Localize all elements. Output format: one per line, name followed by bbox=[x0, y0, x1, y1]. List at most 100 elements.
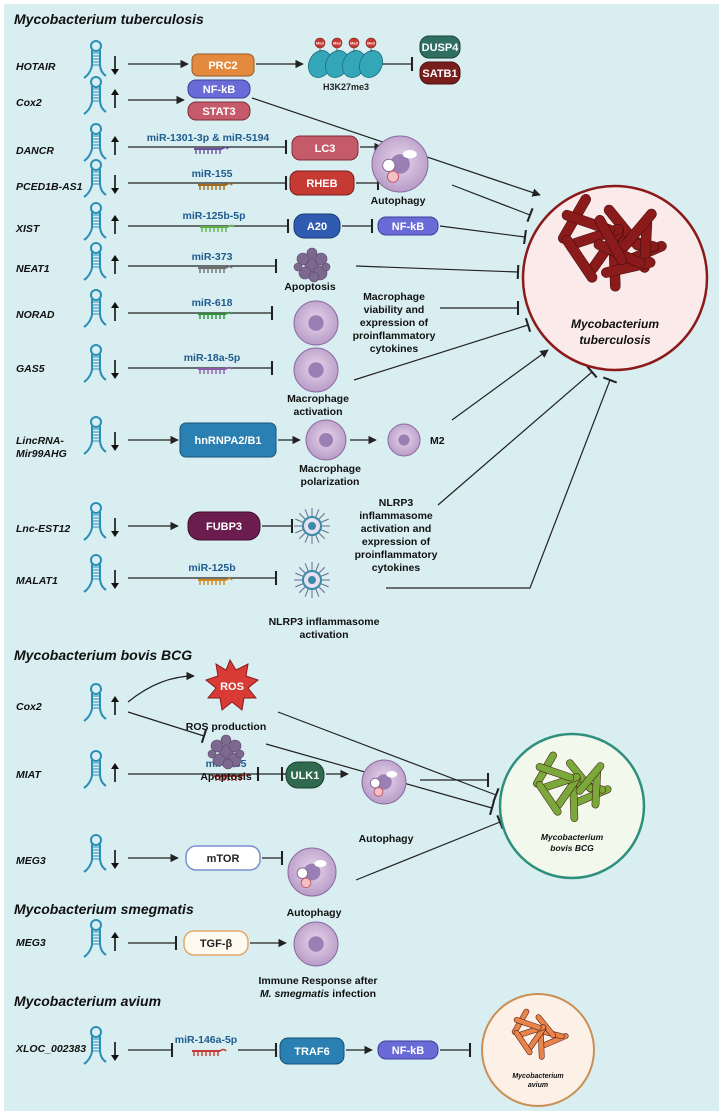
lncrna-mir99ahg: Mir99AHG bbox=[16, 448, 67, 460]
hairpin-rna-icon bbox=[83, 202, 119, 241]
label-macrophage-polarization-2: polarization bbox=[301, 476, 360, 488]
label-macrophage-viability-4: proinflammatory bbox=[353, 330, 436, 342]
section-title-mtb: Mycobacterium tuberculosis bbox=[14, 11, 204, 27]
label-immune-response-2: M. smegmatis infection bbox=[260, 988, 376, 1000]
process-labels: Autophagy Apoptosis Macrophage viability… bbox=[186, 195, 445, 1000]
lncrna-miat: MIAT bbox=[16, 769, 42, 781]
up-arrow-icon bbox=[111, 763, 119, 782]
mirna-618: miR-618 bbox=[192, 297, 233, 309]
lncrna-neat1: NEAT1 bbox=[16, 263, 50, 275]
label-infection: infection bbox=[329, 988, 376, 1000]
target-mtb-line1: Mycobacterium bbox=[571, 317, 659, 331]
mirna-icons bbox=[192, 146, 249, 1056]
mirna-125b: miR-125b bbox=[188, 562, 235, 574]
lncrna-lnc-est12: Lnc-EST12 bbox=[16, 523, 70, 535]
cell-icons bbox=[207, 135, 429, 967]
hairpin-rna-icon bbox=[83, 554, 119, 593]
svg-text:DUSP4: DUSP4 bbox=[422, 42, 460, 54]
svg-text:ULK1: ULK1 bbox=[291, 770, 320, 782]
hairpin-rna-icon bbox=[83, 159, 119, 198]
mirna-125b-5p: miR-125b-5p bbox=[182, 210, 245, 222]
section-title-avium: Mycobacterium avium bbox=[14, 993, 161, 1009]
h3k27me3-label: H3K27me3 bbox=[323, 82, 369, 92]
nfkb-avium-box: NF-kB bbox=[377, 1040, 439, 1060]
mirna-comb-icon bbox=[198, 577, 233, 585]
inflammasome-icon bbox=[294, 562, 330, 598]
lncrna-meg3-bcg: MEG3 bbox=[16, 855, 46, 867]
ros-burst: ROS bbox=[204, 658, 260, 711]
target-bcg: Mycobacterium bovis BCG bbox=[498, 732, 646, 880]
target-avium-line2: avium bbox=[528, 1082, 548, 1089]
hairpin-rna-icon bbox=[83, 76, 119, 115]
lncrna-labels: HOTAIR Cox2 DANCR PCED1B-AS1 XIST NEAT1 … bbox=[15, 61, 86, 1055]
svg-text:NF-kB: NF-kB bbox=[392, 221, 424, 233]
label-macrophage-viability-5: cytokines bbox=[370, 343, 419, 355]
up-arrow-icon bbox=[111, 89, 119, 108]
up-arrow-icon bbox=[111, 696, 119, 715]
lncrna-cox2: Cox2 bbox=[16, 97, 42, 109]
mirna-18a-5p: miR-18a-5p bbox=[184, 352, 241, 364]
lncrna-norad: NORAD bbox=[16, 309, 55, 321]
lc3-box: LC3 bbox=[291, 135, 359, 161]
label-macrophage-activation-2: activation bbox=[293, 406, 342, 418]
target-mtb: Mycobacterium tuberculosis bbox=[521, 184, 709, 372]
label-macrophage-viability-2: viability and bbox=[364, 304, 425, 316]
section-title-smeg: Mycobacterium smegmatis bbox=[14, 901, 194, 917]
hairpin-icons bbox=[83, 40, 119, 1065]
label-macrophage-viability: Macrophage bbox=[363, 291, 425, 303]
up-arrow-icon bbox=[111, 302, 119, 321]
hairpin-rna-icon bbox=[83, 416, 119, 455]
mirna-comb-icon bbox=[198, 265, 233, 273]
connector-lines bbox=[127, 56, 618, 1058]
svg-text:NF-kB: NF-kB bbox=[203, 84, 235, 96]
svg-text:NF-kB: NF-kB bbox=[392, 1045, 424, 1057]
hnrnpa2b1-box: hnRNPA2/B1 bbox=[179, 422, 277, 458]
bacteria-rods-icon bbox=[511, 1008, 569, 1060]
lncrna-gas5: GAS5 bbox=[16, 363, 45, 375]
svg-text:SATB1: SATB1 bbox=[422, 68, 457, 80]
lncrna-lincrna: LincRNA- bbox=[16, 435, 64, 447]
autophagy-cell-icon bbox=[361, 759, 407, 805]
hairpin-rna-icon bbox=[83, 123, 119, 162]
label-autophagy-1: Autophagy bbox=[371, 195, 426, 207]
hairpin-rna-icon bbox=[83, 750, 119, 789]
inflammasome-icon bbox=[294, 508, 330, 544]
dusp4-box: DUSP4 bbox=[419, 35, 461, 59]
lncrna-dancr: DANCR bbox=[16, 145, 54, 157]
svg-text:RHEB: RHEB bbox=[306, 178, 337, 190]
autophagy-cell-icon bbox=[287, 847, 337, 897]
hairpin-rna-icon bbox=[83, 683, 119, 722]
mirna-comb-icon bbox=[214, 773, 249, 781]
ulk1-box: ULK1 bbox=[285, 761, 325, 789]
label-autophagy-2: Autophagy bbox=[359, 833, 414, 845]
svg-text:ROS: ROS bbox=[220, 681, 244, 693]
macrophage-activation-icon bbox=[293, 347, 339, 393]
autophagy-cell-icon bbox=[371, 135, 429, 193]
label-nlrp3-b: NLRP3 inflammasome bbox=[269, 616, 380, 628]
label-macrophage-activation: Macrophage bbox=[287, 393, 349, 405]
svg-text:STAT3: STAT3 bbox=[202, 106, 235, 118]
down-arrow-icon bbox=[111, 432, 119, 451]
hairpin-rna-icon bbox=[83, 289, 119, 328]
up-arrow-icon bbox=[111, 215, 119, 234]
mirna-155: miR-155 bbox=[192, 168, 233, 180]
me3-mark: Me3 bbox=[350, 41, 359, 46]
nfkb-xist-box: NF-kB bbox=[377, 216, 439, 236]
mirna-dancr: miR-1301-3p & miR-5194 bbox=[147, 132, 270, 144]
lncrna-cox2-bcg: Cox2 bbox=[16, 701, 42, 713]
mirna-comb-icon bbox=[198, 182, 233, 190]
svg-text:A20: A20 bbox=[307, 221, 327, 233]
svg-text:LC3: LC3 bbox=[315, 143, 336, 155]
lncrna-xloc-002383: XLOC_002383 bbox=[15, 1043, 86, 1055]
down-arrow-icon bbox=[111, 570, 119, 589]
down-arrow-icon bbox=[111, 175, 119, 194]
m2-macrophage-icon bbox=[387, 423, 421, 457]
label-nlrp3-a-4: expression of bbox=[362, 536, 431, 548]
up-arrow-icon bbox=[111, 932, 119, 951]
lncrna-malat1: MALAT1 bbox=[16, 575, 58, 587]
stat3-box: STAT3 bbox=[187, 101, 251, 121]
prc2-box: PRC2 bbox=[191, 53, 255, 77]
target-avium: Mycobacterium avium bbox=[481, 993, 595, 1107]
mirna-373: miR-373 bbox=[192, 251, 233, 263]
